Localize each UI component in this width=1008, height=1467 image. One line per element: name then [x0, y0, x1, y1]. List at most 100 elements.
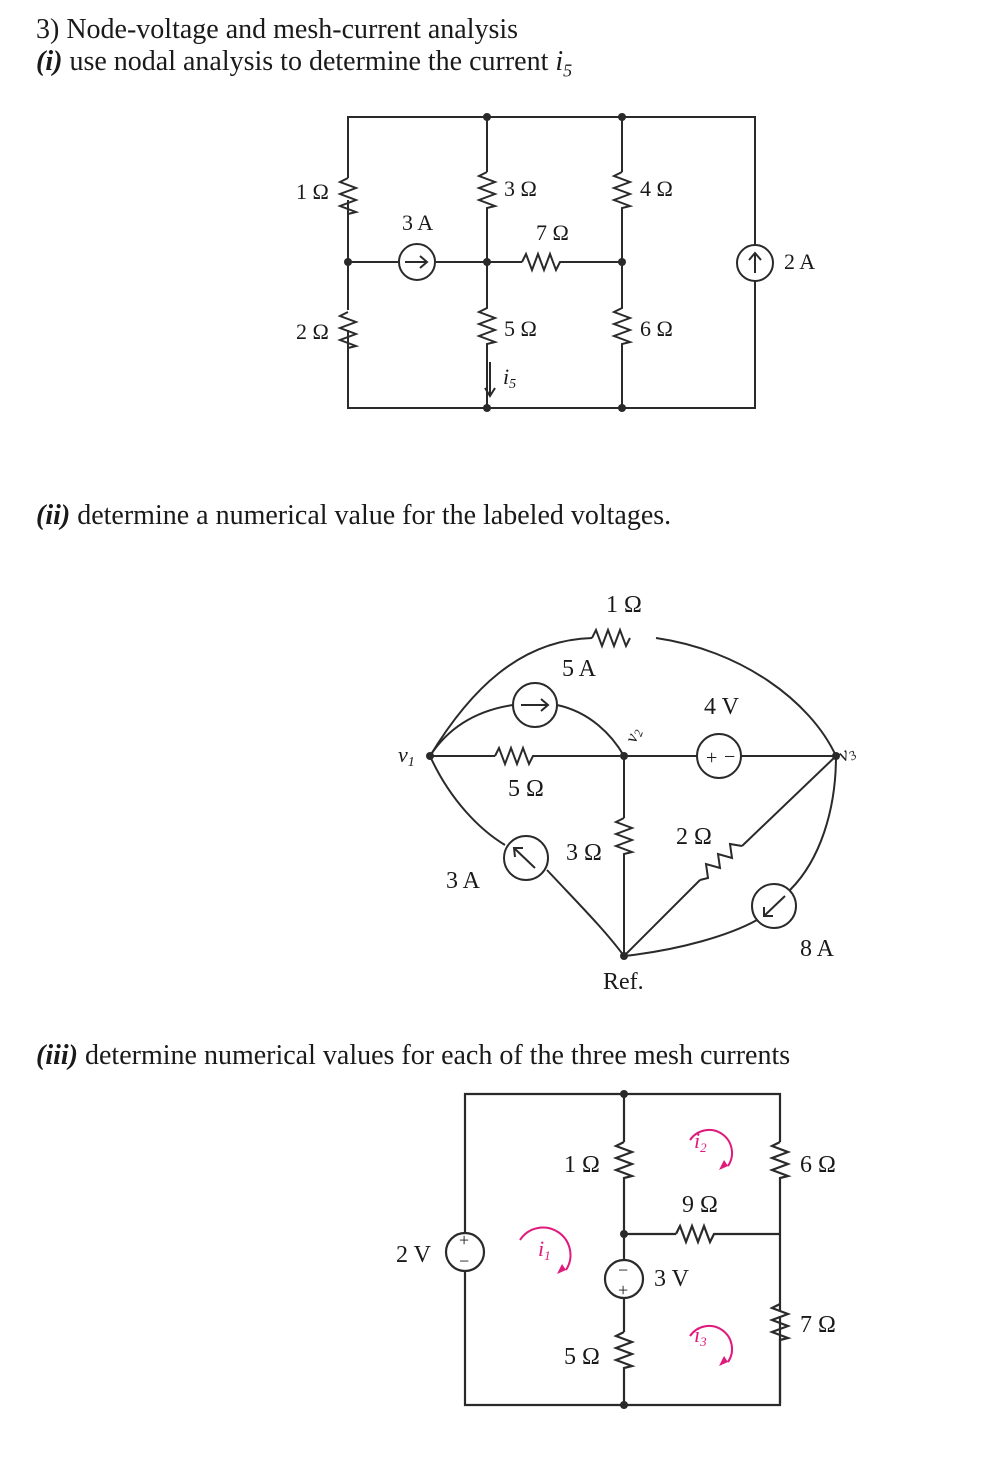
c3-label-i1-var: i	[538, 1236, 544, 1261]
c1-label-i5-sub: 5	[509, 377, 516, 392]
c3-mesh-arrow-i2-icon	[689, 1128, 733, 1167]
c2-vs-plus: +	[706, 747, 717, 769]
c1-current-arrow-down-icon	[484, 362, 496, 398]
c1-resistor-3ohm	[476, 171, 499, 260]
c3-label-i3: i3	[694, 1322, 707, 1349]
c3-label-3v: 3 V	[654, 1266, 690, 1292]
c1-resistor-1ohm	[337, 177, 360, 215]
c3-mesh-arrowhead-i3-icon	[719, 1356, 728, 1366]
c1-resistor-2ohm	[337, 311, 360, 349]
c2-arrow-up-left-icon	[512, 847, 536, 869]
part-i-text: use nodal analysis to determine the curr…	[62, 46, 556, 77]
c1-label-3a: 3 A	[402, 210, 433, 235]
c3-3v-minus: −	[618, 1260, 628, 1280]
c2-label-v2: v2	[621, 725, 646, 746]
c1-node	[618, 113, 626, 121]
c2-node-v3	[832, 752, 840, 760]
c2-vs-minus: −	[724, 746, 735, 768]
c2-5a-wire-right	[556, 704, 625, 757]
c3-label-i2-var: i	[694, 1128, 700, 1153]
c3-label-7ohm: 7 Ω	[800, 1312, 836, 1338]
c2-current-source-8a	[751, 883, 797, 929]
c2-node-v2	[620, 752, 628, 760]
c2-8a-wire-top	[789, 755, 837, 891]
c2-label-v1: v1	[398, 742, 415, 770]
c2-label-3a: 3 A	[446, 868, 481, 894]
circuit-1: 1 Ω 2 Ω 3 Ω 4 Ω 5 Ω 6 Ω 7 Ω 3 A 2 A i5	[296, 113, 815, 412]
part-i-label: (i)	[36, 46, 63, 77]
c3-label-i2: i2	[694, 1128, 707, 1155]
c1-label-3ohm: 3 Ω	[504, 176, 537, 201]
c3-top-wire	[463, 1092, 782, 1233]
c1-current-source-3a	[398, 243, 436, 281]
c2-arrow-down-left-icon	[763, 895, 786, 917]
c1-current-source-2a	[736, 244, 774, 282]
c3-label-i3-var: i	[694, 1322, 700, 1347]
c1-label-6ohm: 6 Ω	[640, 316, 673, 341]
c1-resistor-4ohm	[611, 171, 634, 260]
c3-label-5ohm: 5 Ω	[564, 1344, 600, 1370]
c3-mesh-arrow-i3-icon	[689, 1324, 733, 1363]
c2-arrow-right-icon	[521, 698, 550, 712]
c1-node	[344, 258, 352, 266]
part-i-var: i	[555, 46, 564, 77]
c3-label-1ohm: 1 Ω	[564, 1152, 600, 1178]
c1-label-7ohm: 7 Ω	[536, 220, 569, 245]
c2-label-3ohm: 3 Ω	[566, 840, 602, 866]
c1-arrow-right-icon	[405, 255, 429, 269]
c3-label-i3-sub: 3	[699, 1334, 707, 1349]
c1-bottom-wire	[347, 281, 756, 409]
c2-label-2ohm: 2 Ω	[676, 824, 712, 850]
c3-resistor-5ohm	[612, 1331, 636, 1405]
c2-label-1ohm: 1 Ω	[606, 592, 642, 618]
c2-label-v1-var: v	[398, 742, 408, 767]
c2-8a-wire-bottom	[623, 919, 758, 957]
c1-top-wire	[347, 116, 756, 245]
c3-resistor-1ohm	[612, 1141, 636, 1234]
c2-label-v3: v3	[834, 740, 859, 768]
c2-resistor-1ohm	[591, 627, 631, 649]
c2-3a-wire-top	[429, 755, 506, 846]
c1-node	[483, 113, 491, 121]
c1-node	[483, 404, 491, 412]
c2-wire	[741, 755, 837, 847]
c2-resistor-5ohm	[494, 745, 620, 767]
c3-resistor-6ohm	[768, 1141, 792, 1310]
c1-label-i5: i5	[503, 364, 516, 392]
c2-current-source-3a	[503, 835, 549, 881]
c3-label-i1-sub: 1	[544, 1248, 551, 1263]
c3-resistor-9ohm	[675, 1222, 780, 1246]
c1-resistor-6ohm	[611, 262, 634, 410]
part-i-sub: 5	[563, 60, 573, 81]
c3-node	[620, 1401, 628, 1409]
c2-label-5a: 5 A	[562, 656, 597, 682]
c1-label-i5-var: i	[503, 364, 509, 389]
part-i-prompt: (i) use nodal analysis to determine the …	[36, 46, 572, 82]
c2-label-v2-sub: 2	[631, 728, 646, 738]
c3-3v-plus: +	[618, 1280, 628, 1300]
c2-3a-wire-bottom	[546, 869, 625, 957]
c1-label-2a: 2 A	[784, 249, 815, 274]
c3-label-6ohm: 6 Ω	[800, 1152, 836, 1178]
circuit-2: + − 1 Ω 5 A 5 Ω 3 Ω 2 Ω 3 A 8 A 4 V Ref.	[398, 592, 860, 995]
c2-label-4v: 4 V	[704, 694, 740, 720]
circuit-3: + − − + i1 i2 i3 1 Ω 9 Ω 5 Ω 6 Ω	[396, 1090, 836, 1409]
c2-5a-wire-left	[429, 704, 514, 757]
part-iii-text: determine numerical values for each of t…	[78, 1040, 791, 1071]
c1-arrow-up-icon	[748, 251, 762, 273]
c2-node-v1	[426, 752, 434, 760]
c1-label-5ohm: 5 Ω	[504, 316, 537, 341]
c3-node	[620, 1230, 628, 1238]
c1-node	[618, 404, 626, 412]
c3-voltage-source-2v	[444, 1231, 486, 1273]
c1-label-2ohm: 2 Ω	[296, 319, 329, 344]
c2-label-ref: Ref.	[603, 969, 644, 995]
c2-resistor-3ohm	[613, 817, 636, 954]
c3-2v-minus: −	[459, 1251, 469, 1271]
part-ii-label: (ii)	[36, 500, 71, 531]
c3-mesh-arrowhead-i2-icon	[719, 1160, 728, 1170]
c3-mesh-arrow-i1-icon	[519, 1226, 572, 1271]
c1-resistor-5ohm	[476, 260, 499, 410]
c2-resistor-2ohm	[699, 842, 743, 881]
c1-node	[483, 258, 491, 266]
